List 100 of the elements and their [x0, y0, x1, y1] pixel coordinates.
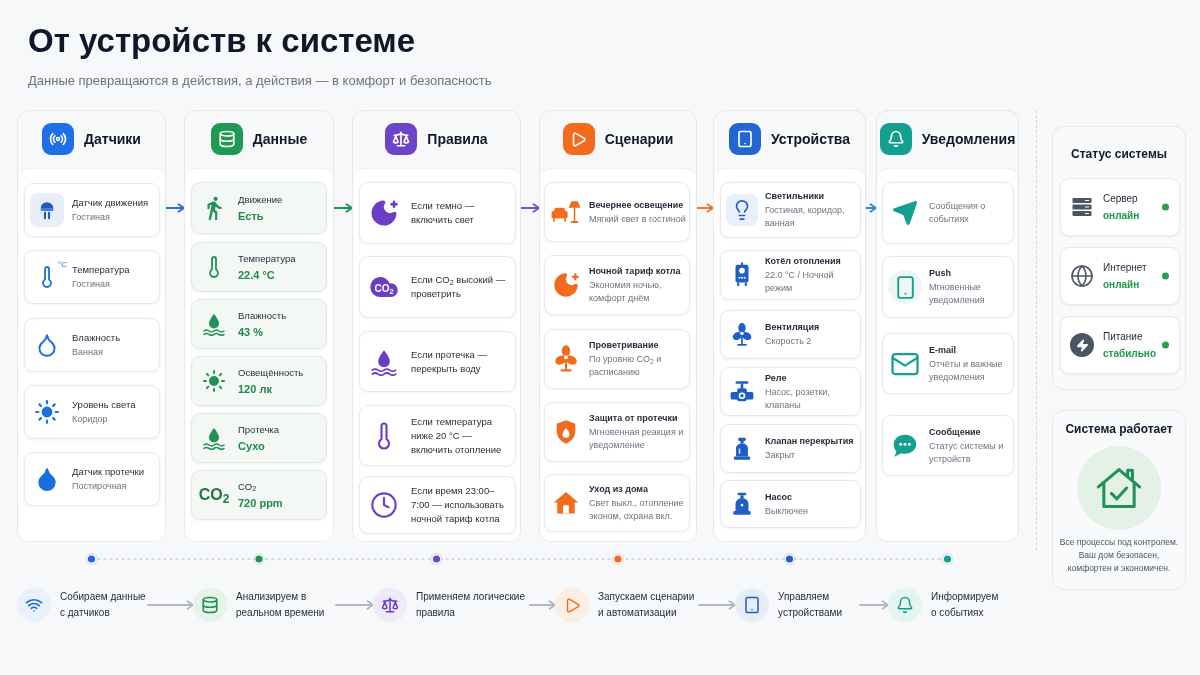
device-card	[720, 424, 861, 473]
step-text: Анализируем в реальном времени	[236, 590, 326, 620]
status-card	[1060, 316, 1180, 374]
item-subtitle: Скорость 2	[765, 335, 813, 348]
item-subtitle: Мягкий свет в гостиной	[589, 212, 686, 226]
column-panel	[352, 110, 521, 542]
item-subtitle: Мгновенная реакция и уведомление	[589, 426, 685, 452]
scenario-card	[544, 402, 690, 462]
item-subtitle: 22.0 °C / Ночной режим	[765, 269, 835, 295]
item-subtitle: Свет выкл., отопление эконом, охрана вкл.	[589, 497, 685, 523]
column-title: Сценарии	[604, 130, 674, 148]
rule-text: Если протечка — перекрыть воду	[411, 347, 488, 376]
item-subtitle: Статус системы и устройств	[929, 439, 1005, 466]
co2-symbol: CO$_{2}$	[374, 283, 394, 294]
rule-card	[359, 256, 516, 318]
reading-value: 22.4 °C	[238, 267, 276, 282]
item-title: Реле	[765, 371, 788, 384]
item-title: Интернет	[1103, 261, 1148, 274]
column-title: Устройства	[771, 130, 850, 148]
item-subtitle: Выключен	[765, 504, 809, 518]
scenario-card	[544, 329, 690, 389]
item-subtitle: Отчёты и важные уведомления	[929, 357, 1004, 384]
unit-label: °C	[58, 260, 67, 269]
item-title: Уровень света	[72, 398, 137, 411]
reading-card	[191, 242, 327, 292]
reading-card	[191, 356, 327, 406]
scenario-card	[544, 255, 690, 315]
status-value: онлайн	[1103, 278, 1141, 291]
step-text: Запускаем сценарии и автоматизации	[598, 590, 696, 620]
item-subtitle: Гостиная, коридор, ванная	[765, 204, 846, 230]
item-title: Насос	[765, 490, 793, 503]
item-title: Температура	[238, 252, 297, 265]
arrow	[147, 600, 194, 610]
notification-card	[882, 415, 1014, 476]
item-title: Датчик протечки	[72, 465, 146, 478]
notification-card	[882, 333, 1014, 394]
item-subtitle: Насос, розетки, клапаны	[765, 385, 831, 412]
item-title: Вечернее освещение	[589, 198, 685, 211]
item-subtitle: Постирочная	[72, 480, 128, 493]
column-panel	[184, 110, 334, 542]
reading-value: 720 ppm	[238, 495, 284, 510]
notification-card	[882, 256, 1014, 318]
column-title: Данные	[252, 130, 308, 148]
sensor-card	[24, 318, 160, 372]
item-subtitle: Гостиная	[72, 278, 111, 291]
reading-value: 120 лк	[238, 381, 273, 396]
device-card	[720, 310, 861, 359]
item-title: Движение	[238, 193, 284, 206]
co2-symbol: CO$_{2}$	[198, 486, 230, 504]
device-card	[720, 182, 861, 238]
item-title: Ночной тариф котла	[589, 265, 682, 277]
arrow	[529, 600, 556, 610]
item-title: Освещённость	[238, 366, 305, 379]
column-title: Датчики	[84, 130, 141, 148]
item-subtitle: Сообщения о событиях	[929, 200, 987, 226]
item-subtitle: Ванная	[72, 346, 104, 359]
panel-text: Все процессы под контролем. Ваш дом безопасен, комфортен и экономичен.	[1058, 536, 1180, 575]
column-panel	[713, 110, 866, 542]
step-text: Применяем логические правила	[416, 590, 526, 620]
column-panel	[876, 110, 1019, 542]
item-subtitle: Коридор	[72, 413, 109, 426]
device-card	[720, 367, 861, 416]
scenario-card	[544, 474, 690, 532]
rule-card	[359, 405, 516, 466]
step-text: Информируем о событиях	[931, 590, 1000, 620]
item-title: Уход из дома	[589, 483, 649, 495]
item-title: Сообщение	[929, 425, 982, 438]
item-subtitle: Закрыт	[765, 449, 796, 462]
reading-value: Сухо	[238, 438, 266, 453]
item-title: Влажность	[72, 331, 122, 344]
step-text: Собираем данные с датчиков	[60, 590, 147, 620]
item-title: E-mail	[929, 343, 957, 356]
item-title: Push	[929, 267, 952, 279]
item-title: Протечка	[238, 423, 280, 436]
column-title: Правила	[427, 130, 488, 148]
status-summary-panel	[1052, 410, 1186, 590]
rule-card	[359, 476, 516, 534]
item-title: CO$_{2}$	[238, 480, 258, 493]
rule-text: Если время 23:00–7:00 — использовать ночной тариф котла	[411, 484, 505, 526]
rule-text: Если температура ниже 20 °C — включить отопление	[411, 414, 503, 457]
item-subtitle: Гостиная	[72, 211, 111, 224]
item-title: Светильники	[765, 190, 825, 202]
arrow	[335, 600, 374, 610]
column-panel	[539, 110, 697, 542]
sensor-card	[24, 250, 160, 304]
reading-card	[191, 413, 327, 463]
item-title: Температура	[72, 263, 131, 276]
sensor-card	[24, 183, 160, 237]
arrow	[698, 600, 736, 610]
arrow	[520, 203, 540, 213]
reading-card	[191, 470, 327, 520]
reading-value: Есть	[238, 208, 265, 223]
title: От устройств к системе	[28, 21, 416, 61]
rule-text: Если темно — включить свет	[411, 199, 476, 227]
item-title: Датчик движения	[72, 196, 150, 209]
device-card	[720, 250, 861, 300]
column-panel	[17, 110, 166, 542]
item-title: Проветривание	[589, 339, 660, 351]
reading-card	[191, 299, 327, 349]
device-card	[720, 480, 861, 528]
